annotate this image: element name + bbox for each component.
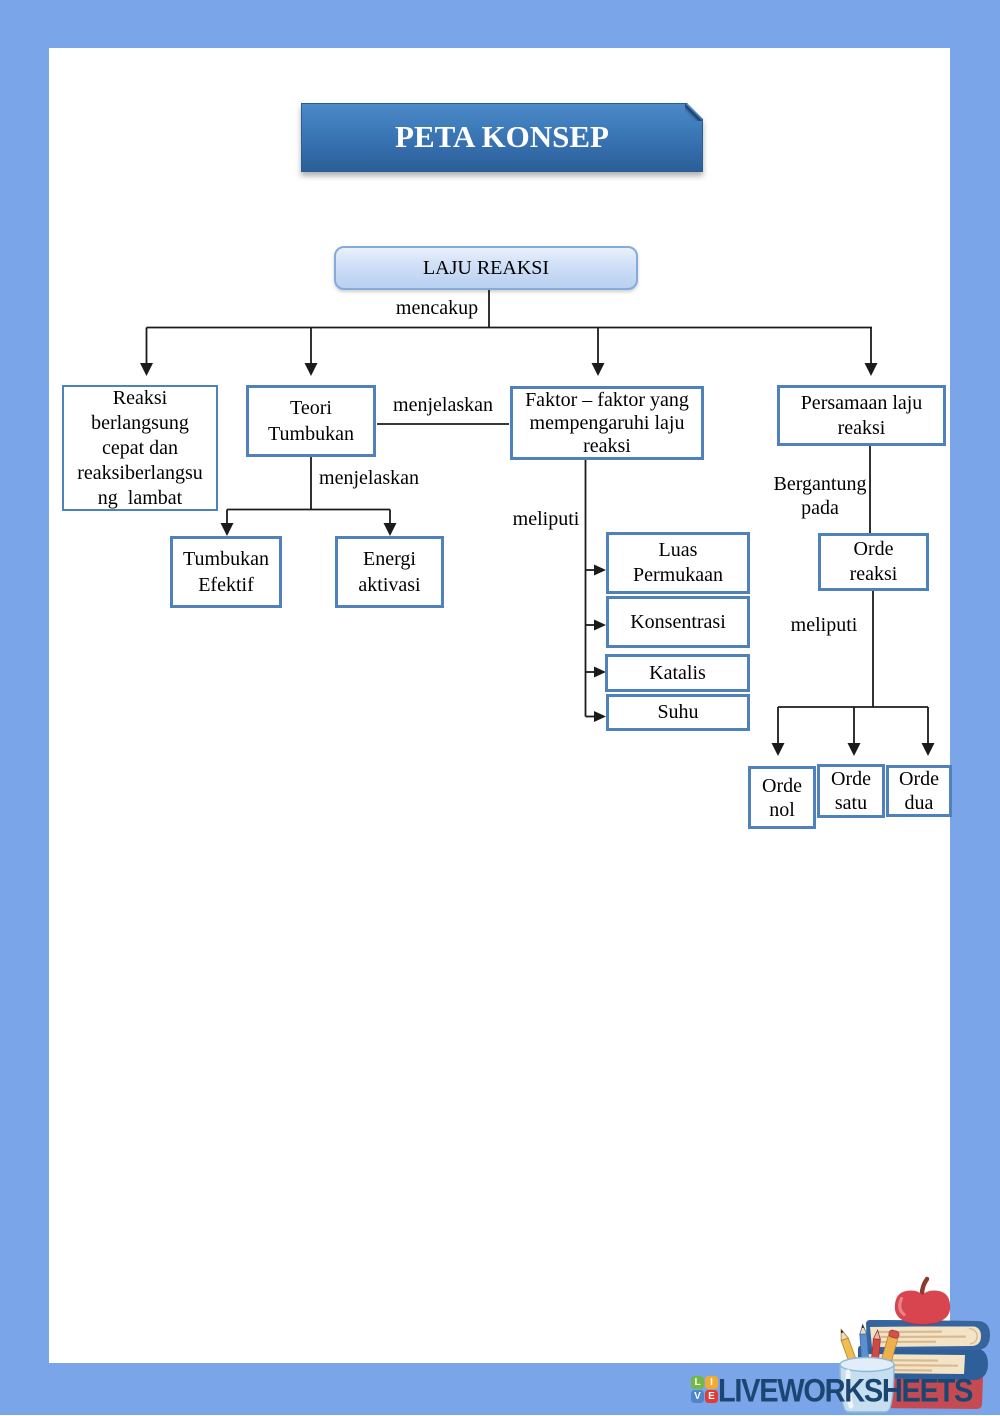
liveworksheets-logo: L I V E	[691, 1376, 718, 1403]
logo-letter-i: I	[705, 1376, 718, 1389]
label-bergantung-pada: Bergantung pada	[773, 473, 867, 519]
liveworksheets-wordmark: LIVEWORKSHEETS	[718, 1373, 973, 1410]
node-reaksi-cepat-lambat: Reaksi berlangsung cepat dan reaksiberla…	[62, 385, 218, 511]
label-meliputi-orde: meliputi	[790, 614, 858, 636]
node-orde-reaksi: Orde reaksi	[818, 533, 929, 591]
logo-letter-e: E	[705, 1390, 718, 1403]
node-suhu: Suhu	[606, 694, 750, 731]
logo-letter-v: V	[691, 1390, 704, 1403]
node-konsentrasi: Konsentrasi	[606, 596, 750, 648]
books-illustration	[839, 1276, 990, 1413]
banner-fold-corner	[685, 104, 702, 121]
title-banner: PETA KONSEP	[301, 103, 703, 172]
node-laju-reaksi-label: LAJU REAKSI	[422, 256, 550, 279]
node-tumbukan-efektif: Tumbukan Efektif	[170, 536, 282, 608]
label-menjelaskan-between: menjelaskan	[393, 394, 493, 416]
node-laju-reaksi: LAJU REAKSI	[334, 246, 638, 290]
apple-icon	[894, 1276, 951, 1325]
node-katalis: Katalis	[605, 654, 750, 692]
label-mencakup: mencakup	[395, 297, 479, 319]
pencil-jar-icon	[839, 1356, 895, 1413]
node-faktor: Faktor – faktor yang mempengaruhi laju r…	[510, 386, 704, 460]
label-meliputi-factors: meliputi	[512, 508, 580, 530]
node-teori-tumbukan: Teori Tumbukan	[246, 385, 376, 457]
title-banner-shape: PETA KONSEP	[301, 103, 703, 172]
node-orde-dua: Orde dua	[886, 765, 952, 817]
node-energi-aktivasi: Energi aktivasi	[335, 536, 444, 608]
node-orde-satu: Orde satu	[817, 764, 885, 818]
logo-letter-l: L	[691, 1376, 704, 1389]
node-persamaan-laju: Persamaan laju reaksi	[777, 385, 946, 446]
label-menjelaskan-down: menjelaskan	[319, 467, 419, 489]
node-orde-nol: Orde nol	[748, 766, 816, 829]
page-title: PETA KONSEP	[395, 118, 609, 154]
node-luas-permukaan: Luas Permukaan	[606, 532, 750, 594]
